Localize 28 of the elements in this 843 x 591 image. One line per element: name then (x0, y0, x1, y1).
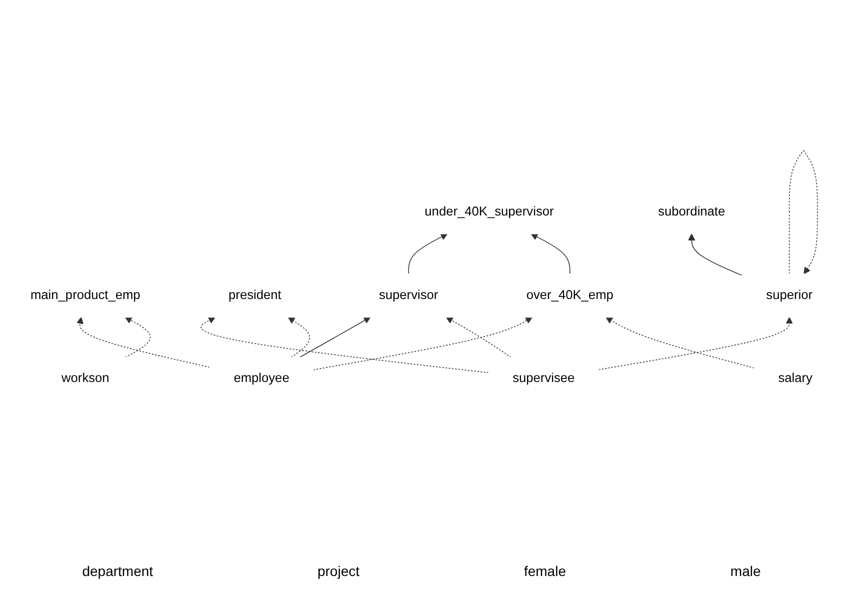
node-text: under_40K_supervisor (424, 204, 554, 219)
node-text: supervisee (512, 372, 575, 386)
arrow (688, 234, 742, 276)
arrow (200, 316, 489, 374)
arrow (788, 150, 818, 274)
arrow (530, 234, 570, 274)
node-text: president (228, 288, 282, 302)
arrow (299, 316, 371, 358)
node-text: employee (234, 372, 290, 386)
node-label: male (730, 563, 761, 579)
arrow (288, 316, 310, 358)
node-label: female (524, 563, 566, 579)
node-label: project (317, 563, 360, 579)
arrow (446, 316, 512, 358)
node-text: salary (778, 372, 812, 386)
arrow (408, 234, 448, 274)
arrow (124, 316, 151, 358)
node-text: superior (766, 288, 813, 302)
node-text: supervisor (378, 288, 438, 302)
node-text: main_product_emp (30, 288, 140, 302)
node-text: subordinate (658, 204, 726, 219)
node-label: department (82, 563, 154, 579)
node-text: workson (62, 372, 110, 386)
arrow (606, 316, 755, 368)
arrow (598, 316, 793, 370)
node-text: over_40K_emp (526, 288, 614, 302)
arrow (76, 316, 210, 368)
arrow (312, 316, 532, 370)
